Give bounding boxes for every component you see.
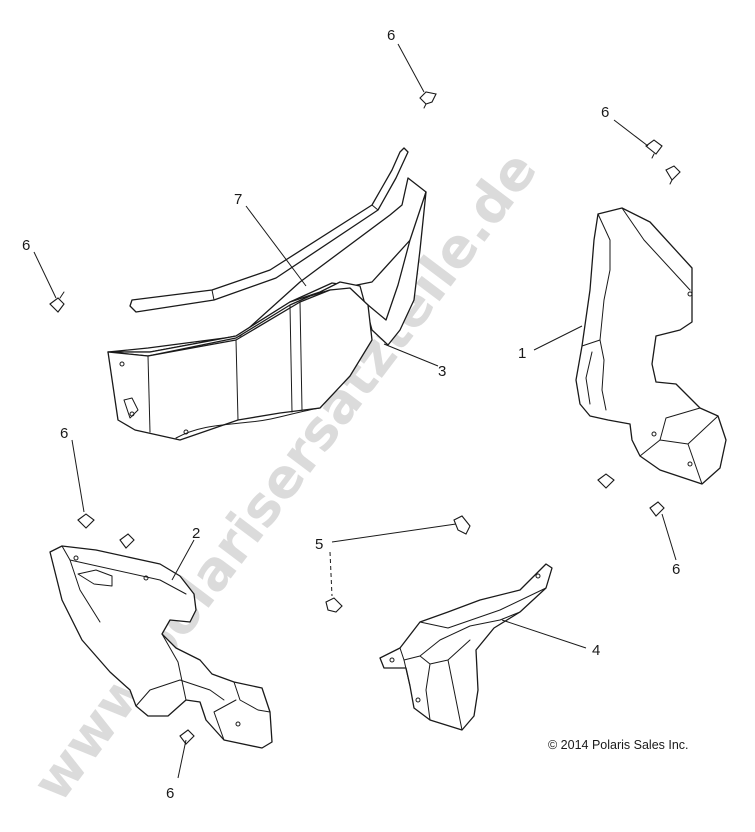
callout-6-bottom: 6 [166,785,174,802]
fastener-6-top [419,91,437,109]
leader-lines [33,43,677,779]
callout-6-right: 6 [672,561,680,578]
part-7-upper-cover [107,147,427,441]
callout-7: 7 [234,191,242,208]
part-1-right-side-panel [575,207,727,485]
callout-2: 2 [192,525,200,542]
fastener-6-bottom [179,729,195,745]
part-4-center-panel [379,563,553,731]
fastener-5-screws [325,515,471,613]
fastener-6-right-lower [597,473,665,517]
callout-3: 3 [438,363,446,380]
callout-5: 5 [315,536,323,553]
callout-6-top-right: 6 [601,104,609,121]
copyright-notice: © 2014 Polaris Sales Inc. [548,738,689,752]
part-2-left-side-panel [49,545,273,749]
callout-6-left-lower: 6 [60,425,68,442]
callout-6-left: 6 [22,237,30,254]
callout-4: 4 [592,642,600,659]
fastener-6-left-lower [77,513,135,549]
callout-6-top: 6 [387,27,395,44]
fastener-6-top-right [645,139,681,185]
fastener-6-left [49,291,65,313]
callout-1: 1 [518,345,526,362]
